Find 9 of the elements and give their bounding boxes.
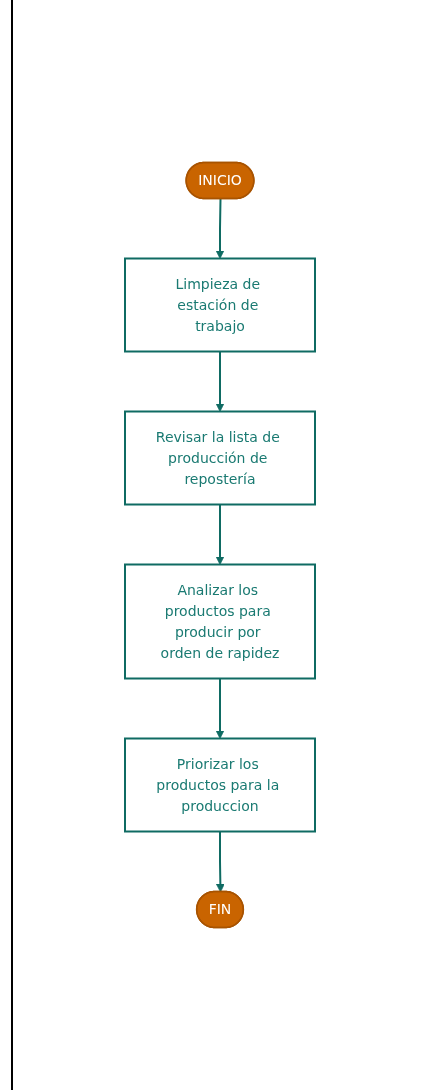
arrow xyxy=(215,503,225,565)
arrow xyxy=(215,677,225,739)
node-box: Limpieza de estación de trabajo xyxy=(124,257,316,353)
arrow xyxy=(215,830,225,893)
node-box: Analizar los productos para producir por orden de rapidez xyxy=(124,563,316,680)
node-box: Priorizar los productos para la produccion xyxy=(124,737,316,833)
node-box: Revisar la lista de producción de repostería xyxy=(124,410,316,506)
arrow xyxy=(215,198,225,259)
arrow xyxy=(215,350,225,412)
